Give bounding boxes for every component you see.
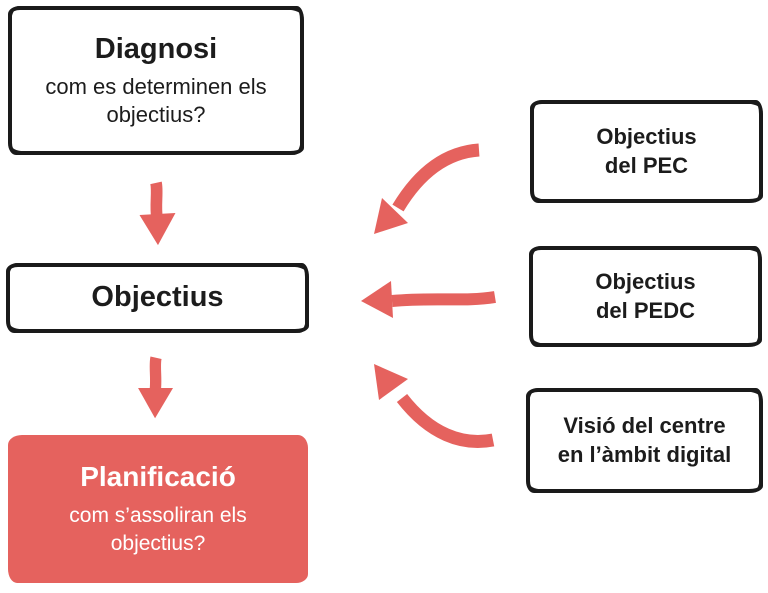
node-objectius: Objectius [6,263,309,333]
node-planificacio: Planificació com s’assoliran els objecti… [8,435,308,583]
node-pedc-label: Objectius del PEDC [595,268,696,323]
node-planificacio-title: Planificació [80,461,236,493]
node-visio-digital: Visió del centre en l’àmbit digital [526,388,763,493]
node-objectius-pedc: Objectius del PEDC [529,246,762,347]
node-objectius-title: Objectius [91,281,224,314]
node-diagnosi-subtitle: com es determinen els objectius? [45,74,267,127]
arrow-left-icon [361,281,496,318]
curved-arrow-down-left-icon [374,143,480,234]
node-visio-label: Visió del centre en l’àmbit digital [557,412,732,467]
arrow-down-icon [139,181,176,246]
node-diagnosi: Diagnosi com es determinen els objectius… [8,6,304,155]
node-planificacio-subtitle: com s’assoliran els objectius? [69,504,247,555]
curved-arrow-up-left-icon [374,364,495,448]
node-diagnosi-title: Diagnosi [94,32,218,65]
node-pec-label: Objectius del PEC [596,123,697,178]
arrow-down-icon [138,356,173,419]
node-objectius-pec: Objectius del PEC [530,100,763,203]
